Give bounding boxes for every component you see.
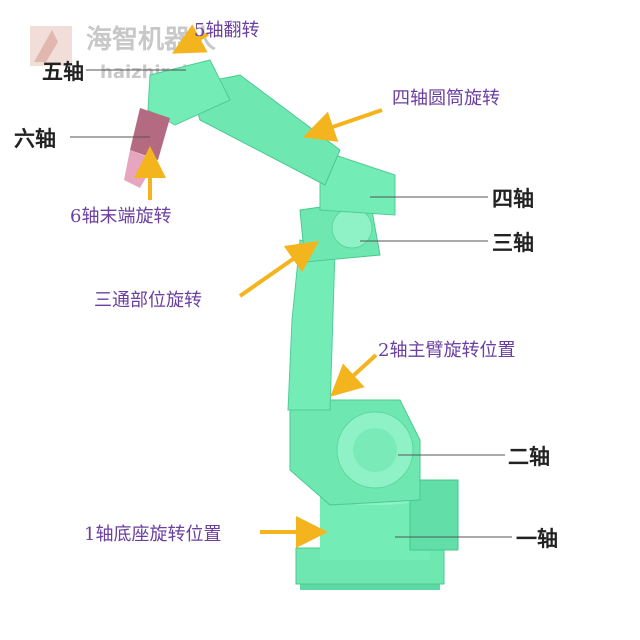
label-axis2-arm: 2轴主臂旋转位置 xyxy=(378,340,515,361)
label-axis4: 四轴 xyxy=(492,187,534,211)
label-axis5-flip: 5轴翻转 xyxy=(194,20,259,41)
arrow-three-way xyxy=(238,240,320,298)
wrist xyxy=(147,59,231,126)
label-axis4-cyl: 四轴圆筒旋转 xyxy=(392,88,500,109)
arrow-axis5-flip xyxy=(171,24,209,54)
label-axis5: 五轴 xyxy=(42,60,84,84)
label-axis6: 六轴 xyxy=(14,127,56,151)
label-axis1: 一轴 xyxy=(516,527,558,551)
axis4-housing xyxy=(319,149,396,216)
label-three-way: 三通部位旋转 xyxy=(94,290,202,311)
leader-lines xyxy=(70,69,512,538)
label-axis2: 二轴 xyxy=(508,445,550,469)
arrow-axis2-arm xyxy=(330,353,378,397)
main-arm xyxy=(287,239,336,411)
arrow-axis4-cyl xyxy=(302,108,383,142)
robot-body xyxy=(124,59,459,590)
label-axis1-base: 1轴底座旋转位置 xyxy=(84,524,221,545)
motion-arrows xyxy=(134,24,383,548)
label-axis6-end: 6轴末端旋转 xyxy=(70,206,171,227)
label-axis3: 三轴 xyxy=(492,231,534,255)
